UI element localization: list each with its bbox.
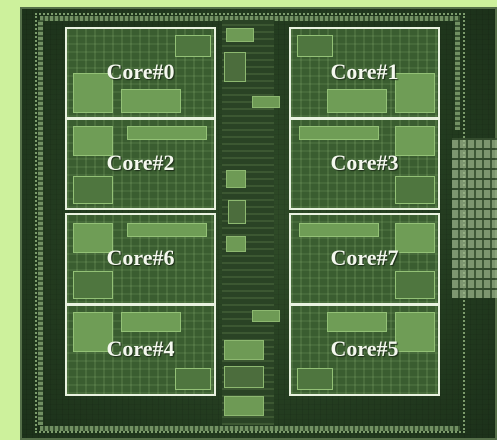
- core-block: [395, 126, 435, 156]
- spine-block: [224, 366, 264, 388]
- core-block: [73, 176, 113, 204]
- spine-block: [224, 52, 246, 82]
- core-block: [297, 368, 333, 390]
- spine-block: [252, 96, 280, 108]
- core-label: Core#0: [106, 59, 175, 84]
- core-label: Core#7: [330, 245, 399, 270]
- core-label: Core#4: [106, 336, 175, 361]
- core-0: Core#0: [65, 27, 216, 119]
- core-block: [73, 73, 113, 113]
- core-2: Core#2: [65, 118, 216, 210]
- core-block: [395, 176, 435, 204]
- core-1: Core#1: [289, 27, 440, 119]
- bottom-pad-strip: [40, 426, 460, 431]
- core-block: [299, 223, 379, 237]
- spine-block: [226, 170, 246, 188]
- core-block: [73, 126, 113, 156]
- core-block: [73, 223, 113, 253]
- core-block: [395, 73, 435, 113]
- core-block: [327, 89, 387, 113]
- core-block: [395, 271, 435, 299]
- spine-block: [224, 396, 264, 416]
- core-block: [127, 223, 207, 237]
- core-block: [121, 89, 181, 113]
- spine-block: [228, 200, 246, 224]
- core-4: Core#4: [65, 304, 216, 396]
- core-6: Core#6: [65, 213, 216, 305]
- core-label: Core#3: [330, 150, 399, 175]
- spine-block: [224, 340, 264, 360]
- core-label: Core#2: [106, 150, 175, 175]
- top-pad-strip: [40, 16, 460, 21]
- core-block: [175, 368, 211, 390]
- spine-block: [226, 236, 246, 252]
- core-block: [73, 312, 113, 352]
- spine-block: [252, 310, 280, 322]
- spine-block: [226, 28, 254, 42]
- core-3: Core#3: [289, 118, 440, 210]
- core-5: Core#5: [289, 304, 440, 396]
- core-label: Core#6: [106, 245, 175, 270]
- core-block: [121, 312, 181, 332]
- core-block: [395, 223, 435, 253]
- core-block: [299, 126, 379, 140]
- right-pad-strip: [455, 20, 460, 130]
- core-block: [73, 271, 113, 299]
- core-7: Core#7: [289, 213, 440, 305]
- core-label: Core#5: [330, 336, 399, 361]
- core-block: [395, 312, 435, 352]
- left-pad-strip: [38, 20, 43, 425]
- core-block: [127, 126, 207, 140]
- core-block: [327, 312, 387, 332]
- io-interface-block: [452, 138, 497, 298]
- core-block: [297, 35, 333, 57]
- core-label: Core#1: [330, 59, 399, 84]
- core-block: [175, 35, 211, 57]
